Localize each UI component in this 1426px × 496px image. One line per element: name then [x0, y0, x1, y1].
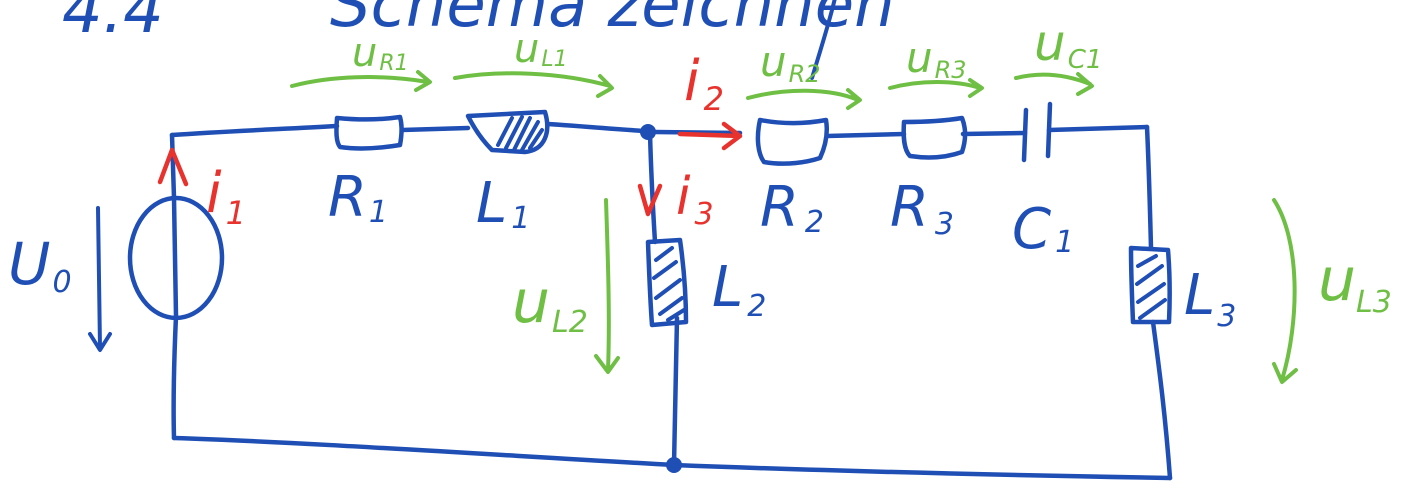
inductor-l1-hatch [496, 115, 544, 152]
resistor-r1 [334, 114, 404, 151]
wire-c1-right [1046, 124, 1150, 133]
resistor-r2 [755, 117, 829, 166]
inductor-l1 [465, 109, 550, 155]
capacitor-plate-left [1021, 107, 1029, 163]
wire-right-bottom [1150, 319, 1173, 481]
arrow-i1 [157, 147, 189, 187]
wire-l2-bottom [671, 315, 680, 468]
arrow-u-c1 [1014, 72, 1094, 96]
heading: 4.4 Schema zeichnen [62, 0, 895, 48]
wire-l1-node [545, 121, 648, 134]
arrow-u-l1 [453, 71, 614, 98]
wire-r2-r3 [824, 131, 907, 139]
inductor-l3 [1128, 245, 1172, 325]
voltage-source [127, 195, 225, 321]
arrow-u-r1 [290, 70, 432, 92]
arrow-u0 [88, 206, 112, 352]
wire-bottom-left [171, 435, 677, 468]
label-l3: L3 [1184, 263, 1236, 334]
inductor-l2-hatch [652, 246, 686, 322]
wire-bottom-right [671, 462, 1173, 481]
source-line [171, 195, 179, 319]
wires [169, 121, 1173, 481]
label-u-c1: uC1 [1034, 14, 1102, 75]
resistor-r3 [901, 115, 968, 160]
label-u-r3: uR3 [906, 33, 967, 84]
wire-l2-top [647, 130, 658, 245]
label-u-l2: uL2 [512, 267, 588, 340]
wire-r1-l1 [399, 125, 471, 133]
arrow-i2 [677, 121, 743, 151]
heading-text: Schema zeichnen [330, 0, 895, 42]
inductor-l2-body [645, 237, 689, 328]
label-r1: R1 [328, 165, 388, 230]
capacitor-c1 [1021, 101, 1053, 163]
voltage-arrows [290, 70, 1298, 384]
inductor-l2 [645, 237, 689, 328]
arrow-u-r2 [746, 88, 862, 110]
label-u0: U0 [8, 230, 72, 300]
arrow-u-l2 [594, 198, 620, 374]
inductor-l1-body [465, 109, 550, 155]
annotation-stroke [810, 0, 837, 80]
label-u-l1: uL1 [514, 26, 568, 72]
wire-top-left [169, 123, 340, 138]
arrow-i3 [637, 183, 663, 217]
label-u-r2: uR2 [760, 37, 821, 88]
arrow-u-l3 [1272, 198, 1298, 384]
wire-left-bottom [171, 313, 179, 441]
arrow-u-r3 [888, 78, 984, 98]
label-u-r1: uR1 [352, 30, 409, 76]
inductor-l3-body [1128, 245, 1172, 325]
wire-left-top [169, 132, 177, 201]
wire-r3-c1 [960, 130, 1028, 137]
wire-right-top [1144, 124, 1154, 251]
inductor-l3-hatch [1135, 254, 1167, 320]
current-arrows [157, 121, 743, 217]
capacitor-plate-right [1045, 101, 1053, 159]
heading-number: 4.4 [62, 0, 164, 48]
node-bottom [666, 457, 682, 473]
node-top [640, 124, 656, 140]
label-u-l3: uL3 [1318, 245, 1392, 320]
